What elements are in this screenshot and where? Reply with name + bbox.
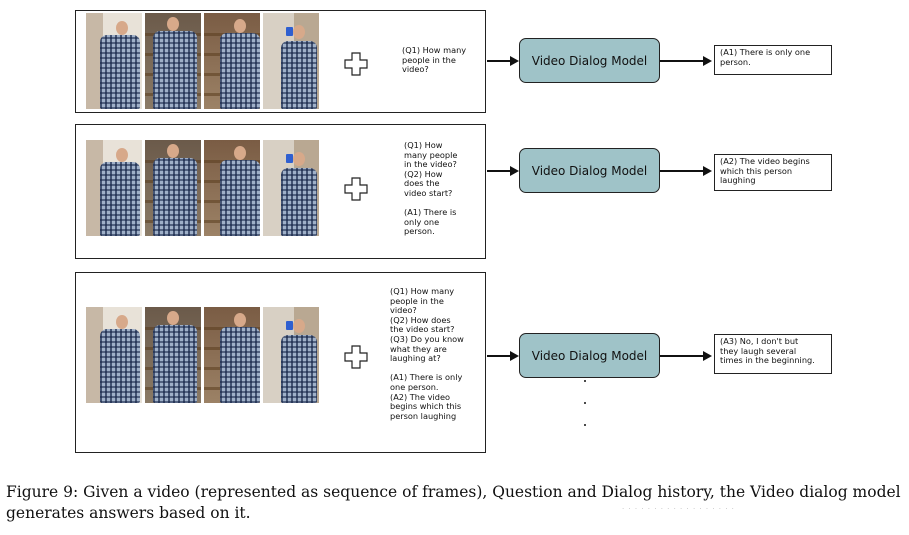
continuation-dots <box>582 380 590 446</box>
video-frame-3 <box>204 13 260 109</box>
video-frame-1 <box>86 307 142 403</box>
row-1-input-text: (Q1) How many people in the video? <box>402 45 467 75</box>
video-frames <box>86 13 319 109</box>
row-2-answer-box: (A2) The video begins which this person … <box>714 154 832 191</box>
video-frame-2 <box>145 140 201 236</box>
video-frame-4 <box>263 13 319 109</box>
plus-icon <box>344 52 368 76</box>
row-2-input-panel: (Q1) How many people in the video? (Q2) … <box>75 124 486 259</box>
plus-icon <box>344 345 368 369</box>
video-frame-3 <box>204 307 260 403</box>
row-1-answer-box: (A1) There is only one person. <box>714 45 832 75</box>
video-frame-4 <box>263 140 319 236</box>
figure-caption: Figure 9: Given a video (represented as … <box>6 483 901 522</box>
row-3-input-panel: (Q1) How many people in the video? (Q2) … <box>75 272 486 453</box>
model-label: Video Dialog Model <box>531 53 648 68</box>
video-frame-1 <box>86 13 142 109</box>
video-frame-1 <box>86 140 142 236</box>
video-frame-4 <box>263 307 319 403</box>
row-2-input-text: (Q1) How many people in the video? (Q2) … <box>404 140 458 237</box>
video-frame-3 <box>204 140 260 236</box>
arrow <box>660 351 712 361</box>
arrow <box>660 56 712 66</box>
row-3-answer-box: (A3) No, I don't but they laugh several … <box>714 334 832 374</box>
video-frame-2 <box>145 307 201 403</box>
arrow <box>487 351 519 361</box>
video-dialog-model-box: Video Dialog Model <box>519 333 660 378</box>
video-dialog-model-box: Video Dialog Model <box>519 148 660 193</box>
arrow <box>660 166 712 176</box>
arrow <box>487 56 519 66</box>
video-frames <box>86 140 319 236</box>
model-label: Video Dialog Model <box>531 163 648 178</box>
video-frame-2 <box>145 13 201 109</box>
arrow <box>487 166 519 176</box>
video-frames <box>86 307 319 403</box>
row-1-input-panel: (Q1) How many people in the video? <box>75 10 486 113</box>
video-dialog-model-box: Video Dialog Model <box>519 38 660 83</box>
model-label: Video Dialog Model <box>531 348 648 363</box>
plus-icon <box>344 177 368 201</box>
faint-text-artifact: · · · · · · · · · · · · · · · · · · <box>622 505 735 513</box>
row-3-input-text: (Q1) How many people in the video? (Q2) … <box>390 286 464 421</box>
